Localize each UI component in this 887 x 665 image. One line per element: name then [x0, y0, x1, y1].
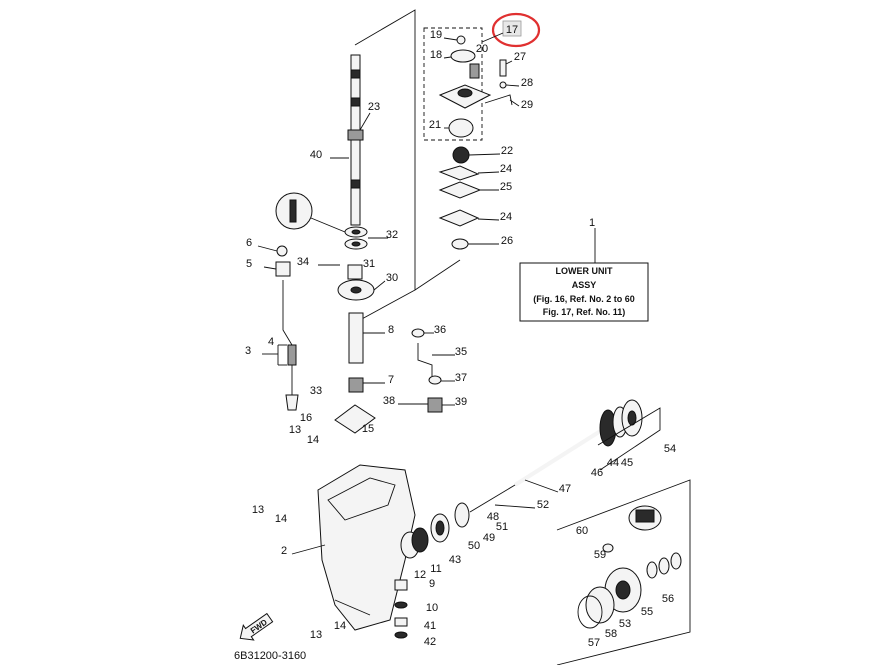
callout-28: 28	[521, 77, 533, 89]
callout-54: 54	[664, 443, 676, 455]
callout-60: 60	[576, 525, 588, 537]
callout-59: 59	[594, 549, 606, 561]
callout-14: 14	[275, 513, 287, 525]
callout-36: 36	[434, 324, 446, 336]
lower-unit-title: LOWER UNIT	[556, 266, 613, 276]
callout-43: 43	[449, 554, 461, 566]
leader-lines	[257, 37, 559, 555]
callout-41: 41	[424, 620, 436, 632]
detail-circle	[275, 192, 346, 233]
callout-53: 53	[619, 618, 631, 630]
callout-21: 21	[429, 119, 441, 131]
callout-49: 49	[483, 532, 495, 544]
callout-58: 58	[605, 628, 617, 640]
callout-35: 35	[455, 346, 467, 358]
callout-55: 55	[641, 606, 653, 618]
callout-48: 48	[487, 511, 499, 523]
callout-1: 1	[589, 217, 595, 229]
inset-box	[556, 479, 691, 665]
callout-32: 32	[386, 229, 398, 241]
callout-13: 13	[252, 504, 264, 516]
callout-42: 42	[424, 636, 436, 648]
fwd-arrow: FWD	[239, 612, 274, 641]
callout-2: 2	[281, 545, 287, 557]
callout-45: 45	[621, 457, 633, 469]
bearings-32	[344, 226, 368, 250]
callout-5: 5	[246, 258, 252, 270]
callout-10: 10	[426, 602, 438, 614]
callout-34: 34	[297, 256, 309, 268]
lower-unit-assy-box: LOWER UNIT ASSY (Fig. 16, Ref. No. 2 to …	[519, 217, 649, 322]
water-pump-parts	[438, 35, 513, 250]
drive-shaft	[347, 54, 364, 226]
callout-33: 33	[310, 385, 322, 397]
callout-47: 47	[559, 483, 571, 495]
callout-24: 24	[500, 163, 512, 175]
callout-29: 29	[521, 99, 533, 111]
callout-16: 16	[300, 412, 312, 424]
callout-46: 46	[591, 467, 603, 479]
bearing-rings	[400, 502, 470, 559]
callout-25: 25	[500, 181, 512, 193]
callout-7: 7	[388, 374, 394, 386]
callout-31: 31	[363, 258, 375, 270]
callout-37: 37	[455, 372, 467, 384]
callout-24: 24	[500, 211, 512, 223]
tube-8	[348, 312, 364, 364]
callout-8: 8	[388, 324, 394, 336]
callout-13: 13	[289, 424, 301, 436]
callout-39: 39	[455, 396, 467, 408]
sleeve-7	[348, 377, 364, 393]
callout-52: 52	[537, 499, 549, 511]
callout-40: 40	[310, 149, 322, 161]
callout-30: 30	[386, 272, 398, 284]
lower-unit-ref-1: (Fig. 16, Ref. No. 2 to 60	[533, 294, 635, 304]
callout-4: 4	[268, 336, 274, 348]
callout-26: 26	[501, 235, 513, 247]
callout-13: 13	[310, 629, 322, 641]
callout-56: 56	[662, 593, 674, 605]
drain-plugs	[394, 579, 408, 639]
callout-20: 20	[476, 43, 488, 55]
callout-50: 50	[468, 540, 480, 552]
callout-19: 19	[430, 29, 442, 41]
callout-11: 11	[430, 563, 441, 575]
callout-17-highlight[interactable]: 17	[481, 12, 541, 48]
callout-9: 9	[429, 578, 435, 590]
callout-3: 3	[245, 345, 251, 357]
callout-27: 27	[514, 51, 526, 63]
callout-23: 23	[368, 101, 380, 113]
callout-38: 38	[383, 395, 395, 407]
callout-15: 15	[362, 423, 374, 435]
red-highlight-circle	[491, 12, 541, 48]
plate-33	[334, 404, 376, 434]
callout-12: 12	[414, 569, 426, 581]
callout-14: 14	[334, 620, 346, 632]
callout-57: 57	[588, 637, 600, 649]
callout-14: 14	[307, 434, 319, 446]
shift-housing	[337, 264, 375, 301]
callout-44: 44	[607, 457, 619, 469]
drawing-code: 6B31200-3160	[234, 650, 306, 662]
lower-unit-subtitle: ASSY	[572, 280, 597, 290]
callout-17: 17	[506, 24, 518, 36]
callout-18: 18	[430, 49, 442, 61]
callout-6: 6	[246, 237, 252, 249]
propeller-shaft	[469, 423, 612, 513]
lower-unit-ref-2: Fig. 17, Ref. No. 11)	[543, 307, 626, 317]
callout-51: 51	[496, 521, 508, 533]
shift-rod	[275, 245, 299, 411]
callout-22: 22	[501, 145, 513, 157]
